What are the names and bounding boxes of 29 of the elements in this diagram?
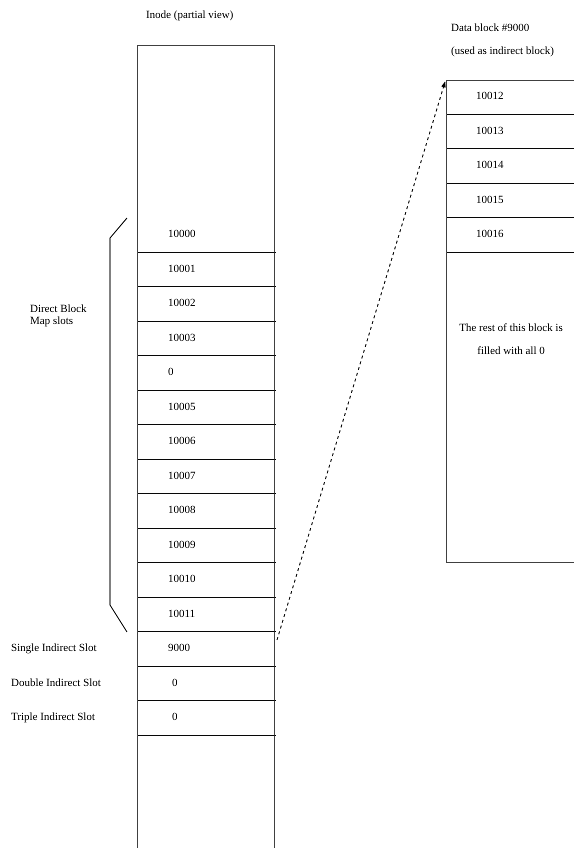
block-heading: Data block #9000 [451, 22, 530, 34]
slot-value: 10009 [168, 538, 196, 550]
slot-value: 10013 [476, 124, 504, 137]
slot-value: 10014 [476, 159, 504, 172]
arrow [276, 81, 446, 640]
slot-value: 10008 [168, 504, 196, 516]
slot-value: 10002 [168, 297, 196, 309]
slot-value: 10015 [476, 194, 504, 206]
slot-label: Double Indirect Slot [11, 676, 101, 688]
slot-value: 10012 [476, 90, 504, 102]
column-heading: Inode (partial view) [146, 9, 234, 21]
group-label: Direct Block Map slots [30, 303, 88, 327]
slot-value: 10001 [168, 262, 196, 274]
slot-label: Triple Indirect Slot [11, 711, 95, 723]
slot-value: 0 [168, 366, 174, 378]
slot-value: 10000 [168, 228, 196, 240]
slot-value: 10003 [168, 332, 196, 344]
slot-value: 10005 [168, 400, 196, 412]
slot-value: 10011 [168, 608, 196, 620]
slot-value: 10010 [168, 573, 196, 585]
slot-value: 9000 [168, 642, 190, 654]
slot-value: 0 [172, 676, 178, 688]
slot-value: 0 [172, 711, 178, 723]
slot-value: 10016 [476, 228, 504, 240]
block-heading: (used as indirect block) [451, 45, 554, 57]
slot-value: 10007 [168, 470, 196, 482]
slot-value: 10006 [168, 435, 196, 447]
block-note: The rest of this block is filled with all 0 [458, 321, 564, 359]
slot-label: Single Indirect Slot [11, 642, 97, 654]
